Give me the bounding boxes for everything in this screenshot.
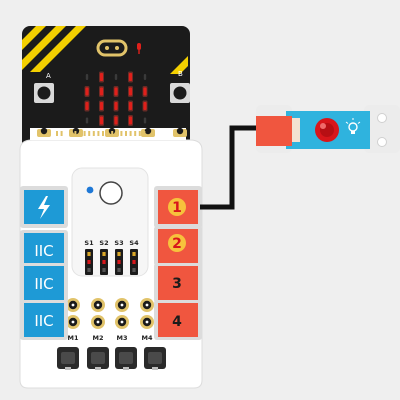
screw-terminal[interactable] bbox=[91, 298, 105, 312]
led-on bbox=[99, 86, 104, 97]
port-label: IIC bbox=[34, 242, 53, 260]
lightning-icon bbox=[38, 196, 50, 219]
status-led-icon bbox=[86, 186, 94, 194]
bottom-connector[interactable] bbox=[144, 347, 166, 370]
servo-header[interactable] bbox=[85, 249, 93, 275]
port-number: 4 bbox=[172, 314, 182, 330]
module-connector bbox=[256, 116, 292, 146]
port-number: 3 bbox=[172, 276, 182, 292]
screw-terminal[interactable] bbox=[140, 298, 154, 312]
motor-label: M2 bbox=[93, 334, 104, 342]
button-b[interactable] bbox=[170, 83, 190, 103]
screw-terminal[interactable] bbox=[115, 315, 129, 329]
led-on bbox=[113, 115, 119, 126]
led-off bbox=[143, 117, 147, 124]
led-on bbox=[84, 86, 90, 97]
microbit-logo-icon bbox=[96, 39, 128, 57]
motor-label: M3 bbox=[117, 334, 128, 342]
button-b-label: B bbox=[178, 70, 183, 78]
screw-terminal[interactable] bbox=[140, 315, 154, 329]
iic-port[interactable]: IIC bbox=[20, 263, 68, 303]
microbit-body bbox=[22, 26, 190, 156]
port-label: IIC bbox=[34, 275, 53, 293]
screw-terminal[interactable] bbox=[66, 315, 80, 329]
servo-label: S3 bbox=[114, 239, 123, 247]
iic-port[interactable]: IIC bbox=[20, 300, 68, 340]
port-2[interactable]: 2 bbox=[154, 226, 202, 266]
led-on bbox=[113, 100, 119, 112]
bottom-connector[interactable] bbox=[57, 347, 79, 370]
motor-terminals bbox=[66, 298, 154, 329]
led-off bbox=[85, 74, 89, 80]
module-bracket-right bbox=[364, 105, 400, 153]
button-a[interactable] bbox=[34, 83, 54, 103]
left-ports: IIC IIC IIC bbox=[20, 186, 68, 340]
port-1[interactable]: 1 bbox=[154, 186, 202, 228]
port-4[interactable]: 4 bbox=[154, 300, 202, 340]
led-off bbox=[85, 117, 89, 124]
led-on bbox=[99, 71, 104, 83]
port-number: 1 bbox=[172, 200, 182, 216]
led-on bbox=[142, 86, 148, 97]
servo-headers: S1 S2 S3 S4 bbox=[84, 239, 139, 275]
bottom-connector[interactable] bbox=[115, 347, 137, 370]
microbit: A B bbox=[22, 26, 190, 156]
screw-terminal[interactable] bbox=[91, 315, 105, 329]
servo-header[interactable] bbox=[100, 249, 108, 275]
led-on bbox=[113, 86, 119, 97]
led-on bbox=[99, 115, 104, 126]
led-on bbox=[142, 100, 148, 112]
iic-port[interactable]: IIC bbox=[20, 230, 68, 270]
servo-header[interactable] bbox=[115, 249, 123, 275]
button-a-label: A bbox=[46, 72, 51, 80]
port-number: 2 bbox=[172, 236, 182, 252]
motor-label: M4 bbox=[142, 334, 153, 342]
edge-connector bbox=[30, 127, 187, 140]
light-bulb-icon bbox=[345, 118, 361, 134]
power-port[interactable] bbox=[20, 186, 68, 228]
led-off bbox=[143, 74, 147, 80]
screw-terminal[interactable] bbox=[66, 298, 80, 312]
led-off bbox=[114, 74, 118, 80]
port-3[interactable]: 3 bbox=[154, 263, 202, 303]
bottom-connectors bbox=[57, 347, 166, 370]
microbit-stripes bbox=[22, 26, 188, 74]
led-on bbox=[99, 100, 104, 112]
led-on bbox=[84, 100, 90, 112]
motor-label: M1 bbox=[68, 334, 79, 342]
led-on bbox=[128, 100, 133, 112]
led-on bbox=[128, 115, 133, 126]
connection-cable bbox=[200, 125, 262, 210]
led-on bbox=[128, 86, 133, 97]
microphone-icon bbox=[137, 43, 141, 54]
right-ports: 1 2 3 4 bbox=[154, 186, 202, 340]
servo-label: S1 bbox=[84, 239, 94, 247]
port-label: IIC bbox=[34, 312, 53, 330]
servo-header[interactable] bbox=[130, 249, 138, 275]
led-module bbox=[256, 105, 400, 153]
servo-label: S2 bbox=[99, 239, 108, 247]
led-on bbox=[128, 71, 133, 83]
bottom-connector[interactable] bbox=[87, 347, 109, 370]
screw-terminal[interactable] bbox=[115, 298, 129, 312]
servo-label: S4 bbox=[129, 239, 139, 247]
reset-button[interactable] bbox=[99, 181, 123, 205]
